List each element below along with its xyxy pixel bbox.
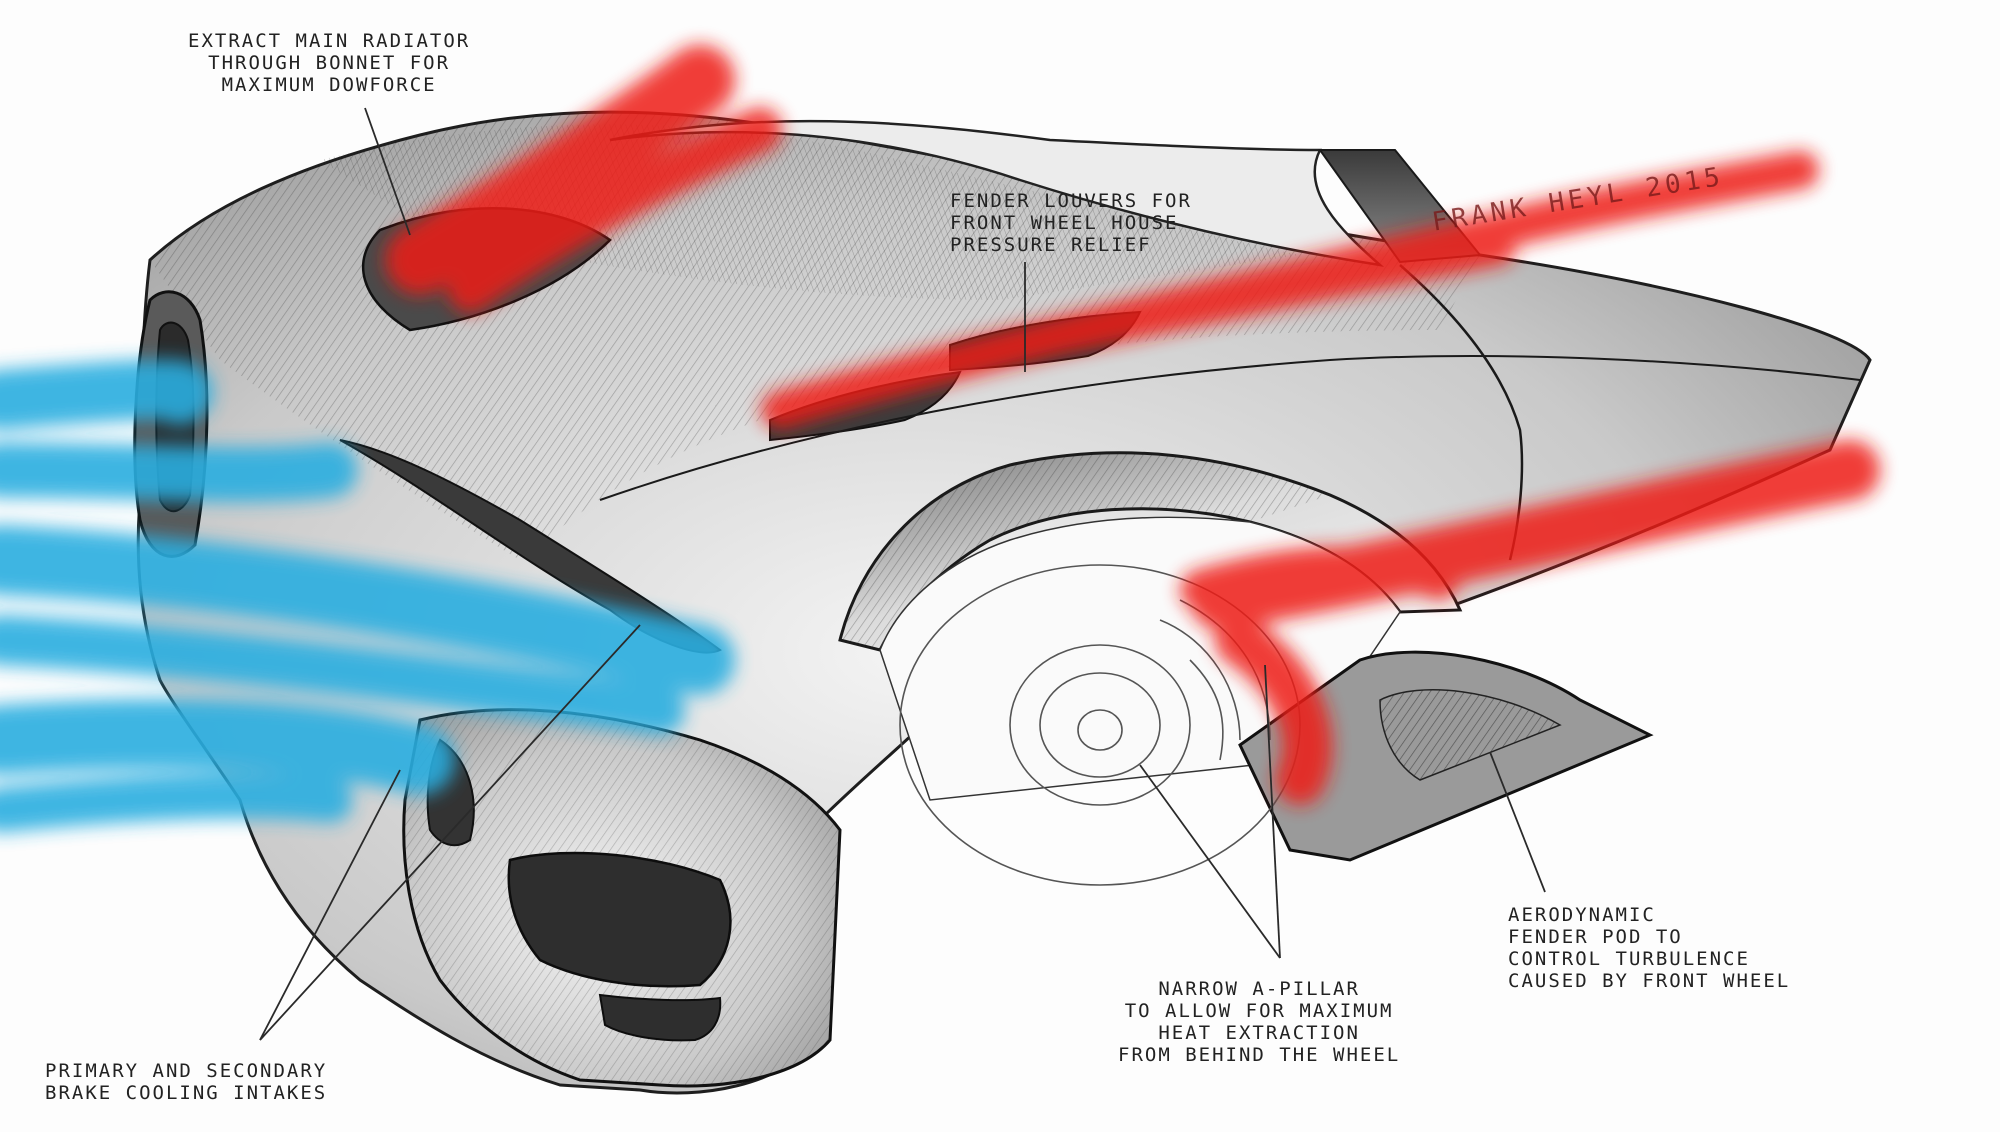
annotation-line: FROM BEHIND THE WHEEL <box>1118 1044 1401 1066</box>
leader-brake-a <box>259 769 401 1041</box>
secondary-brake-intake <box>598 993 722 1042</box>
fender-pod-face <box>1379 689 1562 781</box>
annotation-line: FENDER LOUVERS FOR <box>950 190 1192 212</box>
leader-pod <box>1489 751 1546 893</box>
annotation-line: PRESSURE RELIEF <box>950 234 1152 256</box>
leader-lines <box>259 107 1546 1041</box>
leader-pillar-a <box>1264 664 1281 959</box>
hot-airflow <box>385 45 1880 805</box>
annotation-line: BRAKE COOLING INTAKES <box>45 1082 328 1104</box>
annotation-line: CAUSED BY FRONT WHEEL <box>1508 970 1791 992</box>
leader-radiator <box>364 107 411 236</box>
leader-pillar-b <box>1139 764 1281 959</box>
annotation-a-pillar: NARROW A-PILLAR TO ALLOW FOR MAXIMUM HEA… <box>1118 978 1400 1066</box>
annotation-louvers: FENDER LOUVERS FOR FRONT WHEEL HOUSE PRE… <box>950 190 1192 256</box>
car-body <box>133 110 1872 1095</box>
annotation-line: FENDER POD TO <box>1508 926 1683 948</box>
annotation-fender-pod: AERODYNAMIC FENDER POD TO CONTROL TURBUL… <box>1508 904 1790 992</box>
annotation-line: AERODYNAMIC <box>1508 904 1656 926</box>
cool-airflow <box>0 359 735 833</box>
body-crease <box>599 355 1861 501</box>
annotation-brake-intakes: PRIMARY AND SECONDARY BRAKE COOLING INTA… <box>45 1060 327 1104</box>
annotation-line: TO ALLOW FOR MAXIMUM <box>1124 1000 1394 1022</box>
annotation-line: EXTRACT MAIN RADIATOR <box>188 30 471 52</box>
leader-brake-b <box>259 624 641 1041</box>
annotation-line: THROUGH BONNET FOR <box>208 52 451 74</box>
windscreen-frame <box>609 119 1385 267</box>
annotation-line: HEAT EXTRACTION <box>1158 1022 1360 1044</box>
wheel-arch-hatch <box>840 452 1330 650</box>
annotation-radiator: EXTRACT MAIN RADIATOR THROUGH BONNET FOR… <box>188 30 470 96</box>
annotation-line: PRIMARY AND SECONDARY <box>45 1060 328 1082</box>
annotation-line: CONTROL TURBULENCE <box>1508 948 1750 970</box>
annotation-line: FRONT WHEEL HOUSE <box>950 212 1179 234</box>
primary-brake-intake <box>507 851 732 988</box>
annotation-line: MAXIMUM DOWFORCE <box>221 74 437 96</box>
annotation-line: NARROW A-PILLAR <box>1158 978 1360 1000</box>
